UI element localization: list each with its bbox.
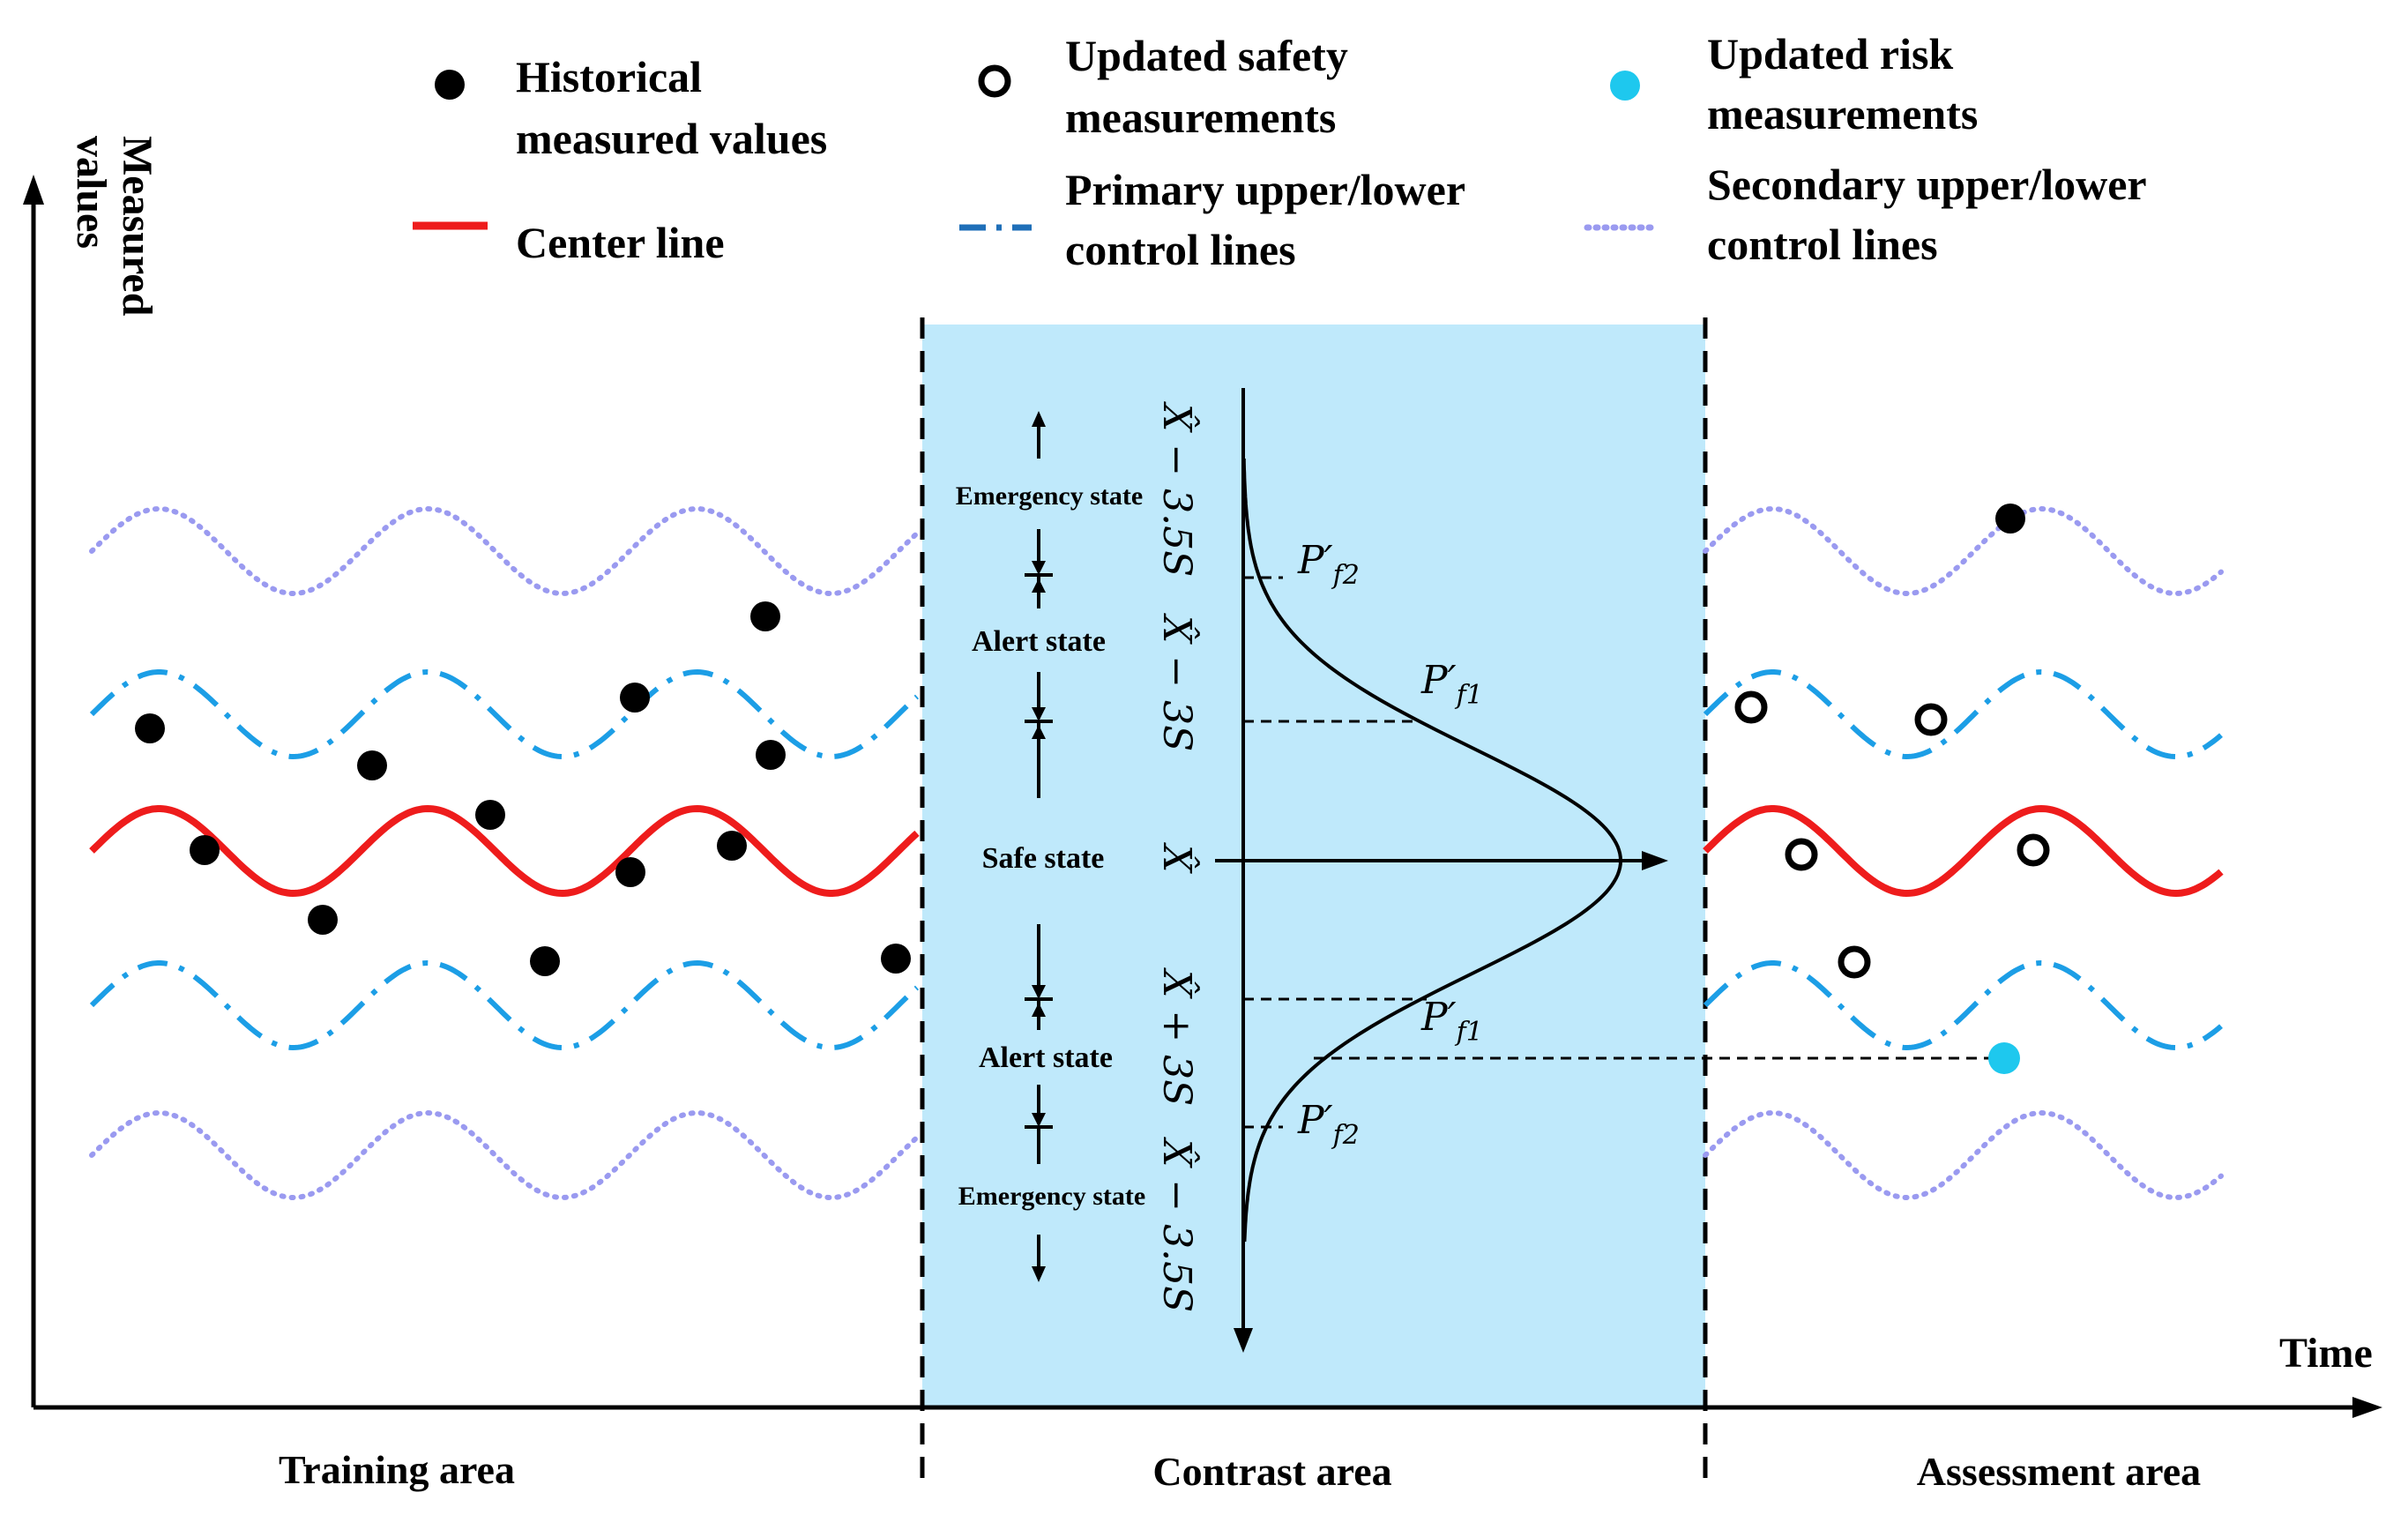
historical-point (756, 740, 786, 770)
historical-point (620, 683, 650, 713)
assess-center-line (1703, 804, 2224, 898)
legend-historical-marker (435, 70, 465, 100)
state-arrows (1025, 411, 1053, 1282)
historical-point (135, 713, 165, 743)
formula-minus-35-bottom: X̂ − 3.5S (1154, 1137, 1201, 1312)
formula-minus-35-top: X̂ − 3.5S (1154, 401, 1201, 577)
safety-point (1785, 838, 1818, 871)
assess-primary-lower-line (1703, 959, 2223, 1051)
historical-point (475, 800, 505, 830)
assessment-area-label: Assessment area (1917, 1449, 2201, 1494)
train-secondary-lower-line (89, 1109, 920, 1201)
state-alert-top: Alert state (972, 625, 1106, 658)
distribution-vertical-arrow (1234, 1328, 1253, 1353)
safety-point (1734, 690, 1768, 724)
state-emergency-top: Emergency state (956, 481, 1143, 511)
safety-point (2017, 833, 2050, 867)
legend-safety-label: Updated safety measurements (1065, 31, 1359, 142)
assess-secondary-upper-line (1703, 505, 2224, 597)
historical-point (190, 835, 220, 865)
assessment-historical-point (1995, 504, 2025, 534)
historical-point (530, 946, 560, 976)
historical-point (750, 601, 780, 631)
legend-secondary-label: Secondary upper/lower control lines (1707, 160, 2157, 269)
legend-risk-marker (1610, 71, 1640, 101)
updated-risk-point (1988, 1042, 2020, 1074)
legend-risk-label: Updated risk measurements (1707, 29, 1978, 138)
y-axis-arrow (23, 175, 44, 205)
historical-point (615, 857, 645, 887)
pf2-label-top: P′f2 (1297, 538, 1360, 591)
state-alert-bottom: Alert state (979, 1041, 1113, 1074)
y-axis-title: Measured values (68, 136, 160, 326)
contrast-area-background (922, 325, 1705, 1407)
probability-density-curve (1241, 459, 1623, 1243)
train-primary-upper-line (89, 668, 920, 760)
train-primary-lower-line (89, 959, 920, 1051)
safety-point (1838, 945, 1871, 979)
formula-minus-3: X̂ − 3S (1154, 613, 1201, 751)
historical-point (717, 831, 747, 861)
historical-point (881, 944, 911, 974)
legend-safety-marker (978, 64, 1011, 98)
train-secondary-upper-line (89, 505, 920, 597)
train-center-line (89, 804, 920, 898)
contrast-area-label: Contrast area (1152, 1449, 1391, 1494)
state-emergency-bottom: Emergency state (958, 1182, 1145, 1211)
legend-historical-label: Historical measured values (516, 52, 827, 163)
legend-primary-label: Primary upper/lower control lines (1065, 165, 1476, 274)
formula-plus-3: X̂ + 3S (1154, 967, 1201, 1106)
assess-secondary-lower-line (1703, 1109, 2224, 1201)
formula-mean: X̂ (1154, 842, 1201, 874)
training-area-label: Training area (279, 1447, 515, 1492)
state-safe: Safe state (982, 842, 1105, 875)
legend-center-line-label: Center line (516, 218, 725, 267)
assess-primary-upper-line (1703, 668, 2223, 760)
updated-safety-points (1734, 690, 2050, 979)
safety-point (1914, 703, 1948, 736)
x-axis-title: Time (2279, 1330, 2373, 1377)
distribution-horizontal-arrow (1642, 851, 1668, 870)
training-historical-points (135, 601, 911, 976)
control-lines (89, 505, 2224, 1201)
x-axis-arrow (2352, 1397, 2382, 1418)
historical-point (357, 750, 387, 780)
historical-point (308, 905, 338, 935)
